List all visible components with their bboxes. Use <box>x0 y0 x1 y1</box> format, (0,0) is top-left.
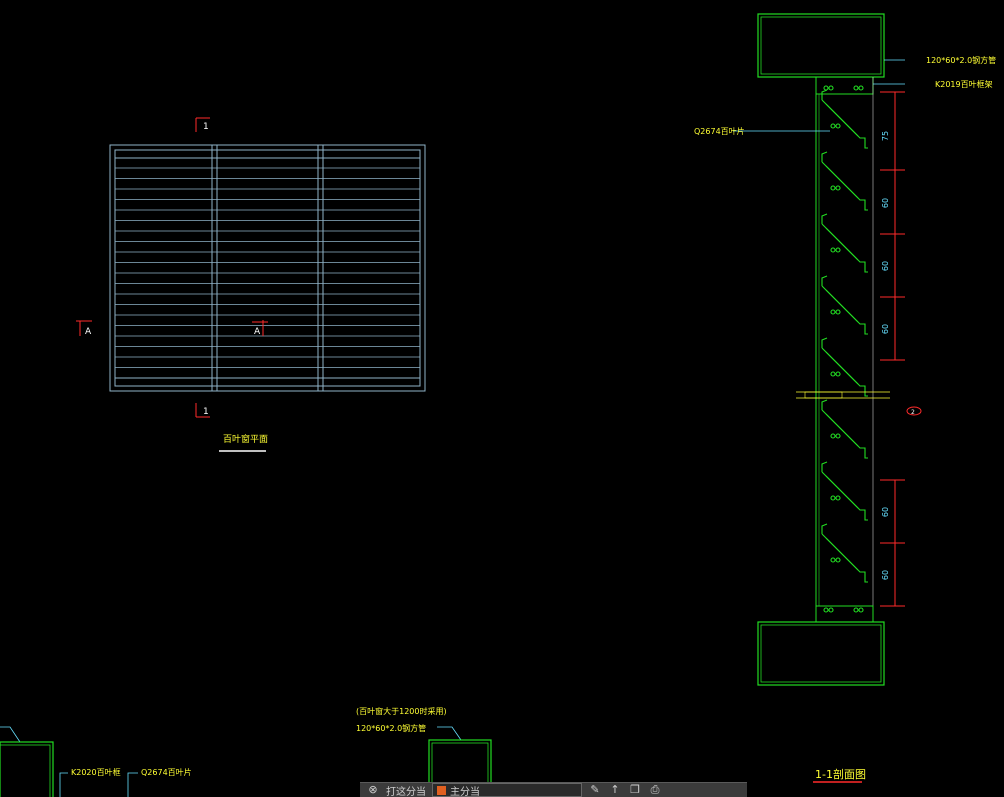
blade-profile <box>821 523 868 583</box>
section-mark-left-label: A <box>85 327 92 337</box>
center-mark: 2 <box>906 406 922 416</box>
fixing-mark <box>823 85 829 91</box>
dim-4: 60 <box>881 324 890 334</box>
dim-1: 75 <box>881 131 890 141</box>
section-mark-bottom: 1 <box>195 403 210 418</box>
fixing-mark <box>823 607 829 613</box>
section-title-text: 1-1剖面图 <box>815 767 866 781</box>
toolbar-left-text[interactable]: 打这分当 <box>386 786 426 797</box>
section-mark-center: A <box>252 320 268 337</box>
layer-color-swatch <box>437 785 446 795</box>
layer-states-icon[interactable]: ⊗ <box>368 783 378 796</box>
section-mark-center-label: A <box>254 327 261 337</box>
bottom-note-line1: (百叶窗大于1200时采用) <box>356 706 447 716</box>
center-mark-label: 2 <box>911 409 915 416</box>
callout-top-frame-text: K2019百叶框架 <box>935 79 993 89</box>
layer-dropdown[interactable]: 主分当 <box>432 783 582 797</box>
plan-title-text: 百叶窗平面 <box>223 433 268 445</box>
blade-profile <box>821 151 868 211</box>
bottom-middle-detail <box>428 726 492 797</box>
bottom-concrete-block <box>757 621 885 686</box>
plan-title: 百叶窗平面 <box>219 433 268 452</box>
section-view <box>757 13 890 686</box>
blade-profile <box>821 461 868 521</box>
fixing-mark <box>828 607 834 613</box>
dimension-chain: 75 60 60 60 60 60 <box>880 91 905 607</box>
callout-blade: Q2674百叶片 <box>694 126 830 136</box>
blade-profile <box>821 213 868 273</box>
blade-profile <box>821 275 868 335</box>
dim-3: 60 <box>881 261 890 271</box>
plan-blade-lines <box>115 167 420 368</box>
section-title: 1-1剖面图 <box>813 767 866 783</box>
bottom-blade-label: Q2674百叶片 <box>141 767 192 777</box>
dim-5: 60 <box>881 507 890 517</box>
layer-name: 主分当 <box>450 786 480 797</box>
fixing-mark <box>828 85 834 91</box>
top-concrete-block <box>757 13 885 78</box>
copy-icon[interactable]: ❐ <box>630 783 640 796</box>
louver-plan-view <box>109 144 426 392</box>
section-mark-top: 1 <box>195 117 210 132</box>
print-icon[interactable]: ⎙ <box>650 783 660 796</box>
fixing-mark <box>853 85 859 91</box>
dim-2: 60 <box>881 198 890 208</box>
section-mark-left: A <box>76 320 92 337</box>
callout-top-tube-text: 120*60*2.0钢方管 <box>926 55 996 65</box>
callout-top-tube: 120*60*2.0钢方管 <box>884 55 996 65</box>
section-mark-top-label: 1 <box>203 122 209 132</box>
fixing-mark <box>858 85 864 91</box>
fixing-mark <box>858 607 864 613</box>
blade-profile <box>821 399 868 459</box>
bottom-note-line2: 120*60*2.0钢方管 <box>356 723 426 733</box>
bottom-left-detail <box>0 726 138 797</box>
bottom-frame-label: K2020百叶框 <box>71 767 121 777</box>
blade-profile <box>821 337 868 397</box>
match-layer-icon[interactable]: ✎ <box>590 783 600 796</box>
section-mark-bottom-label: 1 <box>203 407 209 417</box>
section-blade-profiles <box>821 85 868 613</box>
fixing-mark <box>853 607 859 613</box>
command-toolbar[interactable]: ⊗ 打这分当 主分当 ✎ ↑ ❐ ⎙ <box>360 782 747 797</box>
callout-top-frame: K2019百叶框架 <box>873 79 993 89</box>
up-arrow-icon[interactable]: ↑ <box>610 783 620 796</box>
callout-blade-text: Q2674百叶片 <box>694 126 745 136</box>
dim-6: 60 <box>881 570 890 580</box>
blade-profile <box>821 89 868 149</box>
